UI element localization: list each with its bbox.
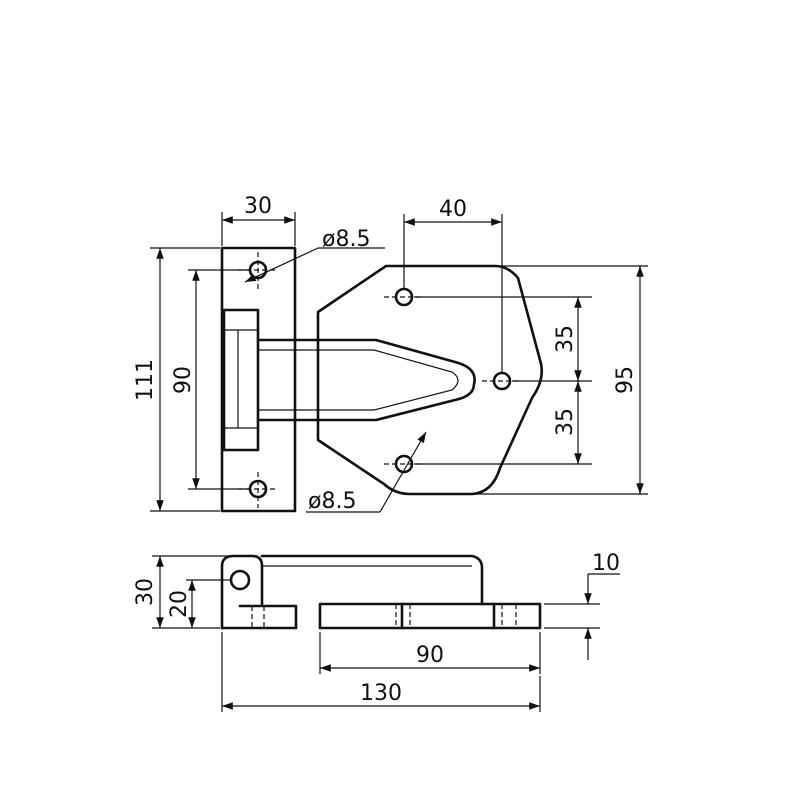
callout-right-hole-diameter: ø8.5 bbox=[306, 431, 427, 514]
dimension-left-plate-width: 30 bbox=[221, 194, 296, 246]
dim-label-right-hole-spacing-lower: 35 bbox=[553, 408, 578, 436]
dimension-side-height: 30 bbox=[133, 555, 230, 629]
dim-label-side-height: 30 bbox=[133, 578, 158, 606]
left-plate-bottom-hole bbox=[238, 472, 278, 508]
dim-label-base-hole-spacing: 90 bbox=[416, 643, 444, 668]
dimension-pivot-height: 20 bbox=[167, 579, 231, 628]
dim-label-pivot-height: 20 bbox=[167, 590, 192, 618]
dim-label-left-plate-width: 30 bbox=[244, 194, 272, 219]
dim-label-right-hole-diameter: ø8.5 bbox=[308, 489, 356, 514]
dimension-plate-thickness: 10 bbox=[544, 551, 620, 660]
callout-left-hole-diameter: ø8.5 bbox=[244, 227, 385, 283]
top-view: 30 111 90 ø8.5 40 bbox=[133, 194, 648, 514]
dim-label-left-hole-diameter: ø8.5 bbox=[322, 227, 370, 252]
dimension-overall-length: 130 bbox=[221, 632, 541, 712]
dim-label-right-hole-offset: 40 bbox=[439, 197, 467, 222]
dimension-base-hole-spacing: 90 bbox=[319, 632, 541, 674]
dimension-right-plate-height: 95 bbox=[412, 265, 648, 495]
dimension-left-plate-hole-spacing: 90 bbox=[171, 269, 250, 490]
side-view: 30 20 10 90 130 bbox=[133, 551, 620, 712]
dim-label-right-plate-height: 95 bbox=[613, 366, 638, 394]
left-mounting-plate bbox=[220, 246, 297, 513]
hinge-side-profile bbox=[220, 554, 542, 630]
dim-label-left-plate-height: 111 bbox=[133, 359, 158, 401]
dimension-right-hole-offset: 40 bbox=[403, 197, 503, 372]
dim-label-overall-length: 130 bbox=[360, 681, 402, 706]
right-mounting-plate bbox=[256, 264, 544, 496]
dimension-right-hole-spacing: 35 35 bbox=[414, 296, 592, 465]
dim-label-left-plate-hole-spacing: 90 bbox=[171, 366, 196, 394]
dimension-left-plate-height: 111 bbox=[133, 247, 220, 512]
dim-label-right-hole-spacing-upper: 35 bbox=[553, 325, 578, 353]
left-plate-top-hole bbox=[238, 252, 278, 290]
dim-label-plate-thickness: 10 bbox=[592, 551, 620, 576]
